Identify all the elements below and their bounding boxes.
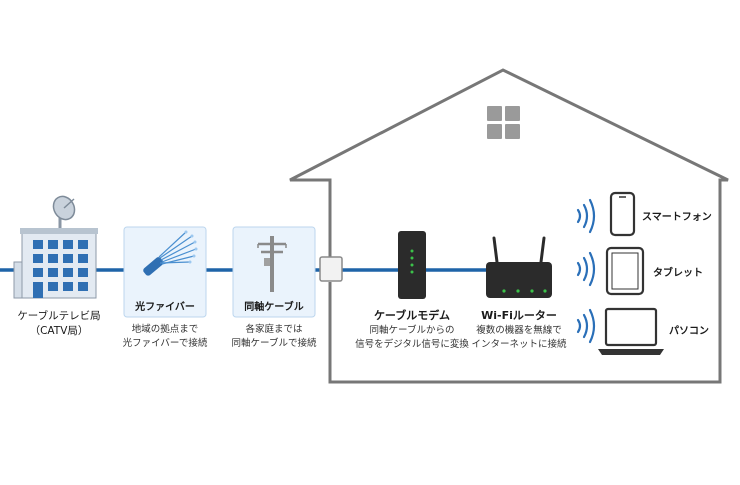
house-window-icon [487,106,520,139]
modem-desc-line1: 同軸ケーブルからの [369,325,455,336]
modem-description: 同軸ケーブルからの 信号をデジタル信号に変換 [345,324,479,352]
catv-station-icon [13,195,98,299]
device-label-smartphone: スマートフォン [642,212,712,223]
fiber-desc-line1: 地域の拠点まで [131,324,199,335]
utility-pole-icon [257,236,287,292]
catv-station-name-line1: ケーブルテレビ局 [17,310,101,322]
catv-station-name-line2: （CATV局） [29,325,89,337]
fiber-desc-line2: 光ファイバーで接続 [122,338,208,349]
router-title: Wi-Fiルーター [481,309,557,322]
router-description: 複数の機器を無線で インターネットに接続 [452,324,586,352]
smartphone-icon [609,191,636,237]
wall-junction-box [319,256,343,282]
router-desc-line2: インターネットに接続 [471,339,567,350]
tablet-icon [605,246,645,296]
wifi-router-icon [486,236,552,298]
router-desc-line1: 複数の機器を無線で [476,325,562,336]
fiber-panel [123,226,207,318]
fiber-title: 光ファイバー [135,302,195,313]
coax-desc-line2: 同軸ケーブルで接続 [231,338,317,349]
catv-station-name: ケーブルテレビ局 （CATV局） [4,309,114,339]
wifi-signal-icon [576,198,596,344]
house-outline [289,68,729,384]
fiber-description: 地域の拠点まで 光ファイバーで接続 [112,323,218,351]
modem-title: ケーブルモデム [373,309,451,322]
fiber-optic-icon [143,230,198,276]
laptop-icon [598,307,664,355]
coax-desc-line1: 各家庭までは [245,324,303,335]
device-label-laptop: パソコン [669,326,709,337]
coax-description: 各家庭までは 同軸ケーブルで接続 [221,323,327,351]
modem-desc-line2: 信号をデジタル信号に変換 [355,339,469,350]
device-label-tablet: タブレット [653,268,703,279]
cable-modem-icon [398,231,426,299]
coax-title: 同軸ケーブル [244,302,304,313]
